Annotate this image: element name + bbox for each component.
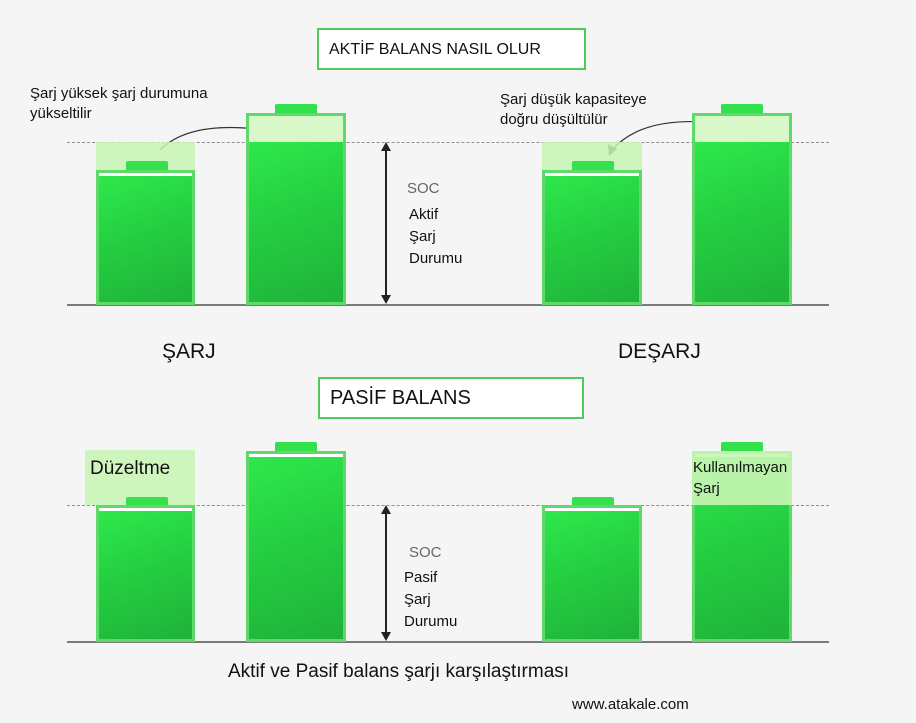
passive-note-left: Düzeltme <box>90 458 171 479</box>
passive-title: PASİF BALANS <box>330 387 471 409</box>
correction-overlay <box>85 450 195 505</box>
soc-arrow-line <box>385 150 387 296</box>
battery-cap <box>572 497 614 506</box>
discharge-label: DEŞARJ <box>618 340 701 363</box>
active-soc-desc: Aktif Şarj Durumu <box>409 206 463 267</box>
battery-cap <box>126 161 168 170</box>
battery-passive-3 <box>542 505 642 642</box>
active-target-line <box>67 142 829 143</box>
battery-cap <box>721 442 763 451</box>
battery-low <box>96 170 195 305</box>
unused-overlay <box>692 451 792 505</box>
battery-passive-2 <box>246 451 346 642</box>
fill-overlay <box>249 116 343 142</box>
battery-cap <box>572 161 614 170</box>
passive-baseline <box>67 641 829 643</box>
battery-passive-1 <box>96 505 195 642</box>
fill-overlay <box>695 116 789 142</box>
arrow-up-icon <box>381 142 391 151</box>
battery-cap <box>126 497 168 506</box>
arrow-down-icon <box>381 295 391 304</box>
battery-cap <box>275 442 317 451</box>
active-note-right: Şarj düşük kapasiteye doğru düşültülür <box>500 91 647 128</box>
active-baseline <box>67 304 829 306</box>
active-soc-label: SOC <box>407 180 440 197</box>
passive-target-line <box>67 505 829 506</box>
active-title: AKTİF BALANS NASIL OLUR <box>329 41 541 58</box>
charge-label: ŞARJ <box>162 340 216 363</box>
passive-soc-label: SOC <box>409 544 442 561</box>
passive-note-right: Kullanılmayan Şarj <box>693 459 788 497</box>
caption: Aktif ve Pasif balans şarjı karşılaştırm… <box>228 661 570 682</box>
website-link[interactable]: www.atakale.com <box>572 696 689 713</box>
passive-title-box: PASİF BALANS <box>318 377 584 419</box>
active-title-box: AKTİF BALANS NASIL OLUR <box>317 28 586 70</box>
battery-low <box>542 170 642 305</box>
passive-soc-desc: Pasif Şarj Durumu <box>404 569 458 630</box>
battery-high <box>692 113 792 305</box>
battery-cap <box>721 104 763 113</box>
active-note-left: Şarj yüksek şarj durumuna yükseltilir <box>30 85 208 122</box>
arrow-up-icon <box>381 505 391 514</box>
arrow-down-icon <box>381 632 391 641</box>
battery-cap <box>275 104 317 113</box>
battery-high <box>246 113 346 305</box>
soc-arrow-line <box>385 513 387 633</box>
